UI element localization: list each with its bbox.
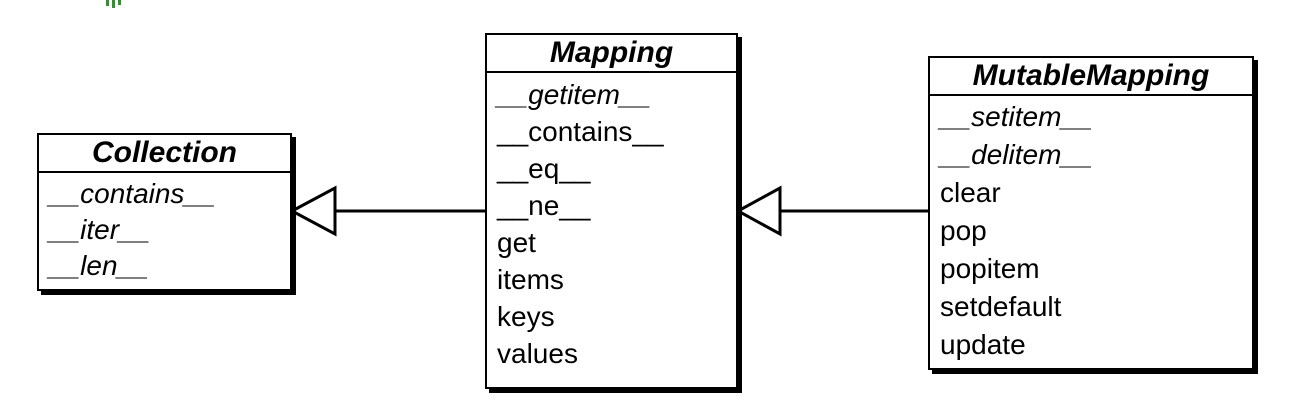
method-item: items: [497, 264, 564, 295]
method-item: __len__: [49, 250, 149, 281]
class-title: Mapping: [487, 35, 736, 73]
class-title: MutableMapping: [930, 58, 1252, 96]
method-list: __setitem__ __delitem__ clear pop popite…: [930, 96, 1252, 364]
collection-inheritance-arrowhead: [288, 185, 337, 237]
method-item: __setitem__: [940, 101, 1093, 132]
method-item: __getitem__: [497, 79, 652, 110]
method-item: __ne__: [497, 190, 591, 221]
class-mapping: Mapping __getitem__ __contains__ __eq__ …: [485, 33, 738, 389]
method-item: popitem: [940, 253, 1040, 284]
mapping-inheritance-arrowhead: [734, 185, 782, 237]
method-item: __contains__: [49, 178, 216, 209]
method-item: update: [940, 329, 1026, 360]
method-item: keys: [497, 301, 555, 332]
class-mutablemapping: MutableMapping __setitem__ __delitem__ c…: [928, 56, 1254, 370]
method-item: values: [497, 338, 578, 369]
method-list: __getitem__ __contains__ __eq__ __ne__ g…: [487, 73, 736, 372]
class-collection: Collection __contains__ __iter__ __len__: [37, 133, 292, 291]
corner-mark-icon: [106, 0, 121, 8]
method-item: __contains__: [497, 116, 664, 147]
method-list: __contains__ __iter__ __len__: [39, 173, 290, 284]
method-item: get: [497, 227, 536, 258]
method-item: __eq__: [497, 153, 591, 184]
method-item: setdefault: [940, 291, 1062, 322]
method-item: __iter__: [49, 214, 151, 245]
class-title: Collection: [39, 135, 290, 173]
method-item: __delitem__: [940, 139, 1093, 170]
method-item: clear: [940, 177, 1001, 208]
method-item: pop: [940, 215, 987, 246]
